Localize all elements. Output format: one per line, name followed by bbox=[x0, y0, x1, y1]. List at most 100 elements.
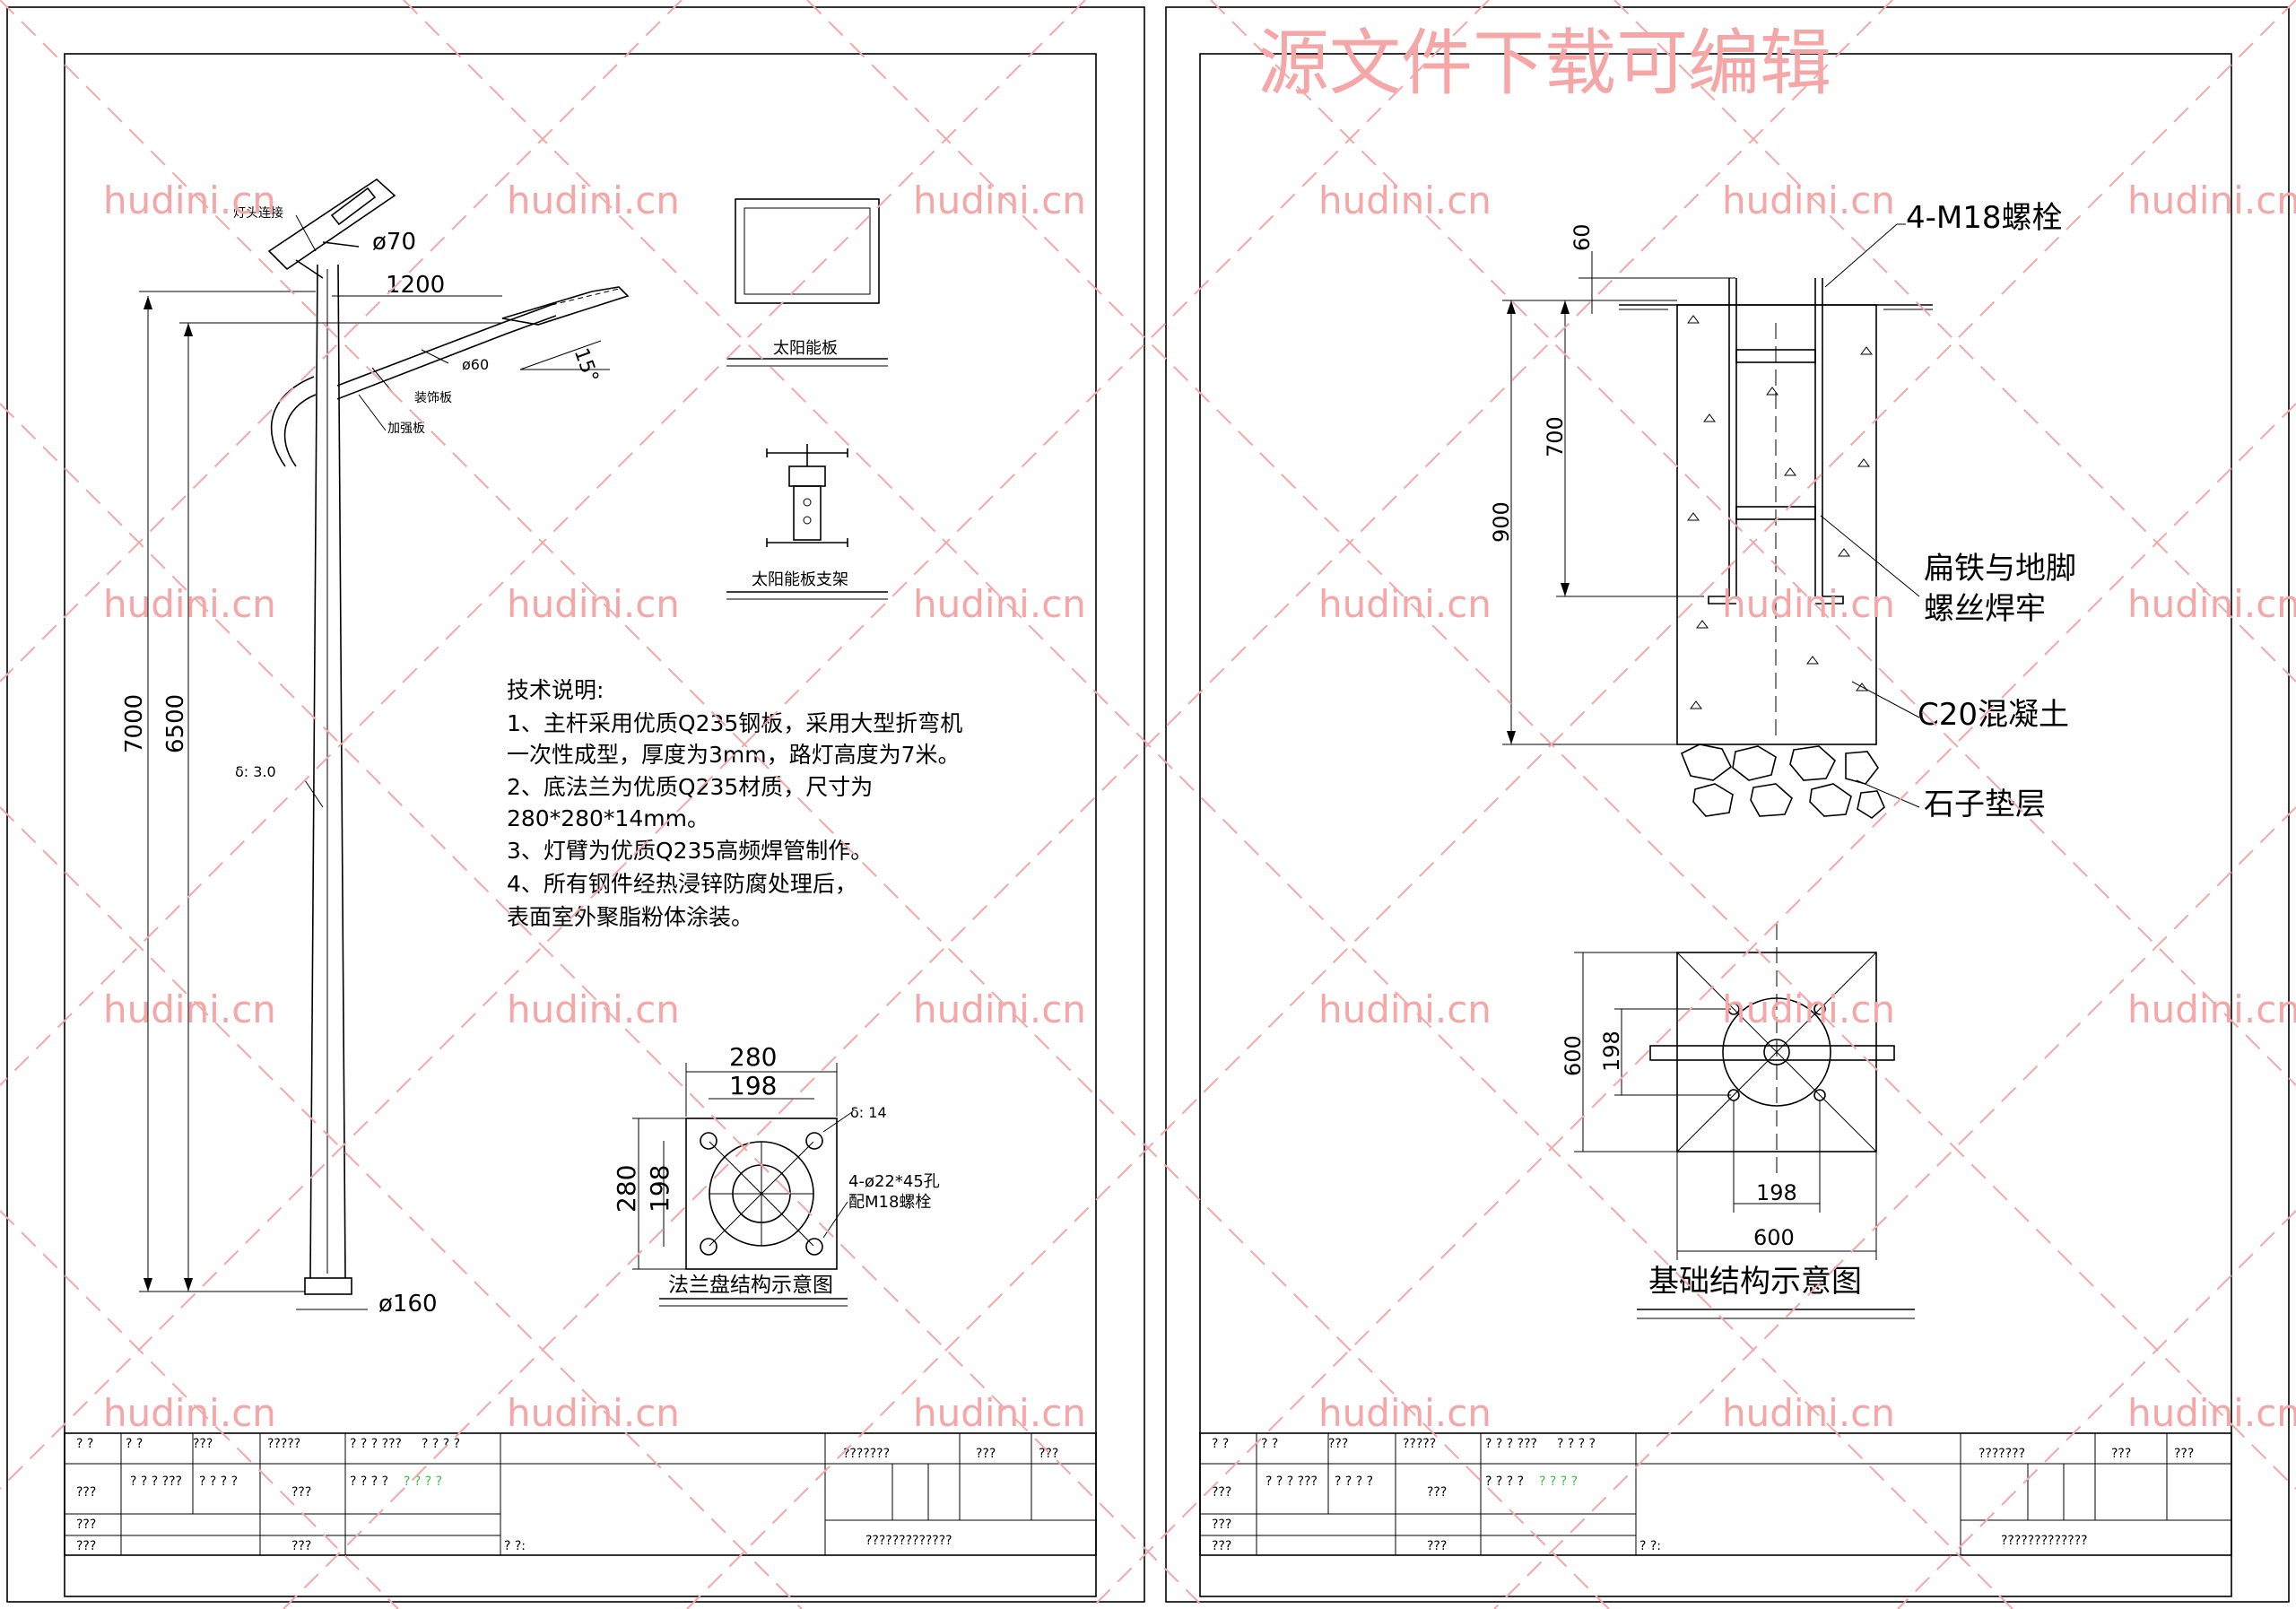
tech-notes: 技术说明: 1、主杆采用优质Q235钢板，采用大型折弯机 一次性成型，厚度为3m… bbox=[507, 677, 962, 930]
tb-r-rt-c1: ??????? bbox=[1979, 1447, 2025, 1461]
watermark-site-9: hudini.cn bbox=[913, 582, 1086, 626]
tb-r-r2-c1: ??? bbox=[1212, 1485, 1231, 1500]
flange-view: 280 198 280 198 δ: 14 4-ø22*45孔 配M18螺栓 法… bbox=[612, 1042, 940, 1307]
tb-l-r2-c2: ? ? ? ??? bbox=[130, 1474, 182, 1489]
tb-l-r2-c4: ??? bbox=[291, 1485, 311, 1500]
dim-top: 60 bbox=[1570, 223, 1595, 251]
watermark-site-15: hudini.cn bbox=[913, 987, 1086, 1031]
tb-r-rt-c3: ??? bbox=[2174, 1447, 2194, 1461]
plan-dim-inner-h: 198 bbox=[1756, 1180, 1797, 1205]
tb-r-r2-c6: ? ? ? ? bbox=[1539, 1474, 1578, 1489]
tb-l-r4-c2: ??? bbox=[291, 1539, 311, 1553]
flange-height-inner: 198 bbox=[645, 1165, 674, 1213]
tb-l-r4-c3: ? ?: bbox=[504, 1539, 526, 1553]
wall-thickness-label: δ: 3.0 bbox=[235, 763, 276, 780]
watermark-texts: hudini.cn hudini.cn hudini.cn hudini.cn … bbox=[103, 22, 2296, 1435]
arm-angle-label: 15° bbox=[570, 345, 603, 386]
flange-height-outer: 280 bbox=[612, 1165, 641, 1213]
tb-r-r1-c2: ? ? bbox=[1261, 1437, 1278, 1451]
tb-r-r4-c1: ??? bbox=[1212, 1539, 1231, 1553]
watermark-site-10: hudini.cn bbox=[1318, 582, 1492, 626]
tb-r-r3-c1: ??? bbox=[1212, 1518, 1231, 1532]
tb-r-r2-c3: ? ? ? ? bbox=[1335, 1474, 1373, 1489]
watermark-site-7: hudini.cn bbox=[103, 582, 276, 626]
flange-bolts: 配M18螺栓 bbox=[848, 1193, 931, 1212]
decor-plate-label: 装饰板 bbox=[414, 391, 452, 405]
tech-note-line-7: 表面室外聚脂粉体涂装。 bbox=[507, 904, 753, 930]
tb-r-rb: ????????????? bbox=[2001, 1534, 2088, 1548]
tb-r-r2-c4: ??? bbox=[1427, 1485, 1447, 1500]
watermark-site-23: hudini.cn bbox=[1722, 1391, 1895, 1435]
foundation-plan: 600 198 198 600 基础结构示意图 bbox=[1561, 924, 1915, 1319]
watermark-site-12: hudini.cn bbox=[2127, 582, 2296, 626]
tb-r-r1-c6: ? ? ? ? bbox=[1557, 1437, 1596, 1451]
weld-note-2: 螺丝焊牢 bbox=[1924, 591, 2046, 627]
panel-bracket-caption: 太阳能板支架 bbox=[752, 570, 848, 589]
tech-note-line-6: 4、所有钢件经热浸锌防腐处理后， bbox=[507, 871, 857, 897]
tb-l-r2-c5: ? ? ? ? bbox=[350, 1474, 388, 1489]
tb-r-r4-c3: ? ?: bbox=[1639, 1539, 1661, 1553]
tb-l-r4-c1: ??? bbox=[76, 1539, 96, 1553]
tb-l-rt-c3: ??? bbox=[1039, 1447, 1058, 1461]
solar-panel-view: 太阳能板 bbox=[726, 198, 888, 367]
solar-panel-caption: 太阳能板 bbox=[773, 339, 838, 358]
concrete-label: C20混凝土 bbox=[1918, 697, 2069, 733]
tech-notes-title: 技术说明: bbox=[507, 677, 604, 703]
watermark-site-18: hudini.cn bbox=[2127, 987, 2296, 1031]
lamp-head-label: 灯头连接 bbox=[233, 205, 283, 221]
bolt-label: 4-M18螺栓 bbox=[1906, 200, 2063, 236]
tb-l-r1-c1: ? ? bbox=[76, 1437, 93, 1451]
tb-l-r1-c4: ????? bbox=[267, 1437, 300, 1451]
flange-thickness: δ: 14 bbox=[850, 1104, 887, 1121]
watermark-site-22: hudini.cn bbox=[1318, 1391, 1492, 1435]
flange-width-outer: 280 bbox=[729, 1042, 777, 1072]
watermark-site-8: hudini.cn bbox=[507, 582, 680, 626]
watermark-site-2: hudini.cn bbox=[507, 178, 680, 222]
dim-bolt: 700 bbox=[1543, 416, 1568, 457]
tb-r-r1-c5: ? ? ? ??? bbox=[1485, 1437, 1537, 1451]
tb-r-rt-c2: ??? bbox=[2111, 1447, 2131, 1461]
watermark-site-3: hudini.cn bbox=[913, 178, 1086, 222]
tb-r-r2-c5: ? ? ? ? bbox=[1485, 1474, 1524, 1489]
tb-l-r1-c2: ? ? bbox=[126, 1437, 143, 1451]
watermark-site-13: hudini.cn bbox=[103, 987, 276, 1031]
weld-note-1: 扁铁与地脚 bbox=[1924, 551, 2076, 587]
gravel-label: 石子垫层 bbox=[1924, 787, 2046, 822]
base-dia-label: ø160 bbox=[378, 1291, 438, 1318]
tb-l-rb: ????????????? bbox=[865, 1534, 952, 1548]
watermark-site-4: hudini.cn bbox=[1318, 178, 1492, 222]
watermark-site-19: hudini.cn bbox=[103, 1391, 276, 1435]
tb-l-r2-c6: ? ? ? ? bbox=[404, 1474, 442, 1489]
tb-l-r1-c5: ? ? ? ??? bbox=[350, 1437, 402, 1451]
title-block-right: ? ? ? ? ??? ????? ? ? ? ??? ? ? ? ? ??? … bbox=[1199, 1432, 2232, 1556]
tech-note-line-5: 3、灯臂为优质Q235高频焊管制作。 bbox=[507, 838, 873, 864]
watermark-site-21: hudini.cn bbox=[913, 1391, 1086, 1435]
watermark-site-5: hudini.cn bbox=[1722, 178, 1895, 222]
watermark-site-6: hudini.cn bbox=[2127, 178, 2296, 222]
arm-dia-label: ø60 bbox=[462, 356, 489, 373]
tech-note-line-3: 2、底法兰为优质Q235材质，尺寸为 bbox=[507, 774, 873, 800]
plan-dim-inner-v: 198 bbox=[1599, 1031, 1624, 1072]
tb-l-rt-c1: ??????? bbox=[843, 1447, 890, 1461]
watermark-site-14: hudini.cn bbox=[507, 987, 680, 1031]
sheet-frames bbox=[6, 6, 2290, 1603]
watermark-site-24: hudini.cn bbox=[2127, 1391, 2296, 1435]
arm-length-label: 1200 bbox=[386, 272, 445, 299]
watermark-site-20: hudini.cn bbox=[507, 1391, 680, 1435]
pole-elevation: 灯头连接 ø70 1200 ø60 15° 装饰板 加强板 7000 6500 … bbox=[121, 178, 630, 1318]
flange-holes: 4-ø22*45孔 bbox=[848, 1172, 940, 1191]
flange-width-inner: 198 bbox=[729, 1071, 777, 1100]
lamp-height-label: 6500 bbox=[162, 694, 189, 753]
watermark-site-1: hudini.cn bbox=[103, 178, 276, 222]
tb-l-rt-c2: ??? bbox=[976, 1447, 996, 1461]
tb-l-r1-c6: ? ? ? ? bbox=[422, 1437, 460, 1451]
watermark-banner: 源文件下载可编辑 bbox=[1257, 22, 1831, 105]
plan-caption: 基础结构示意图 bbox=[1648, 1264, 1862, 1300]
tb-l-r2-c1: ??? bbox=[76, 1485, 96, 1500]
tech-note-line-1: 1、主杆采用优质Q235钢板，采用大型折弯机 bbox=[507, 710, 962, 736]
panel-bracket-view: 太阳能板支架 bbox=[726, 444, 888, 600]
reinforce-plate-label: 加强板 bbox=[387, 422, 425, 436]
tb-l-r1-c3: ??? bbox=[193, 1437, 213, 1451]
